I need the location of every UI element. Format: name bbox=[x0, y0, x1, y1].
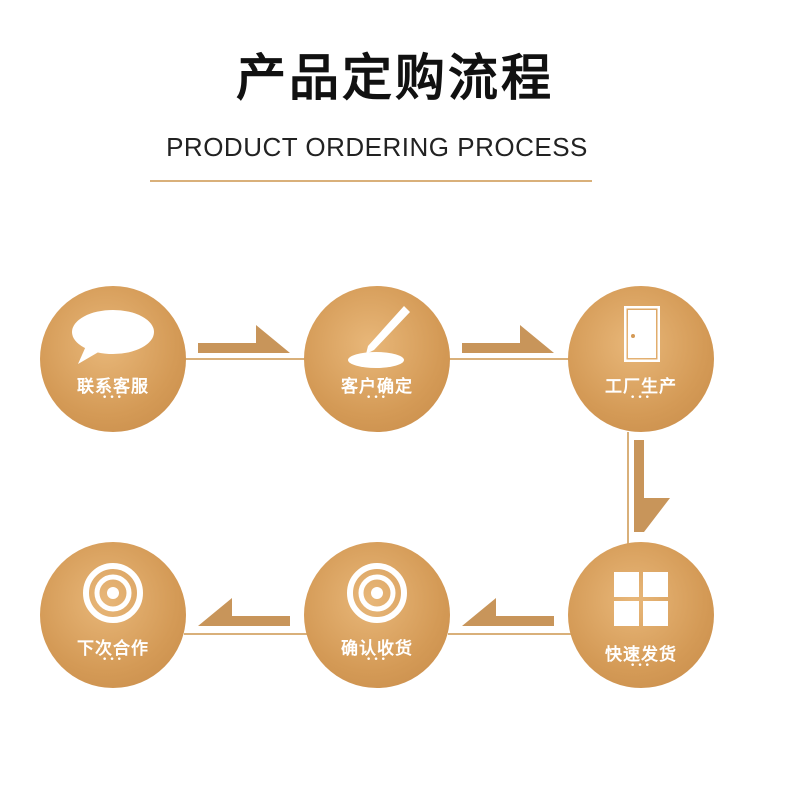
step-factory-production: 工厂生产 ••• bbox=[568, 286, 714, 432]
arrow-right-icon bbox=[462, 325, 554, 353]
arrow-left-icon bbox=[198, 598, 290, 626]
step-customer-confirm: 客户确定 ••• bbox=[304, 286, 450, 432]
connector-line bbox=[448, 358, 574, 360]
step-dots: ••• bbox=[102, 393, 124, 403]
window-grid-icon bbox=[614, 572, 668, 626]
step-dots: ••• bbox=[366, 393, 388, 403]
arrow-down-icon bbox=[634, 440, 670, 532]
speech-bubble-icon bbox=[72, 310, 154, 364]
step-dots: ••• bbox=[366, 655, 388, 665]
pen-sign-icon bbox=[348, 306, 410, 368]
arrow-right-icon bbox=[198, 325, 290, 353]
step-next-cooperation: 下次合作 ••• bbox=[40, 542, 186, 688]
title-divider bbox=[150, 180, 592, 182]
step-dots: ••• bbox=[630, 661, 652, 671]
connector-line bbox=[184, 633, 310, 635]
step-label: 下次合作 bbox=[77, 639, 149, 659]
target-rings-icon bbox=[83, 563, 143, 623]
connector-line bbox=[627, 432, 629, 544]
target-rings-icon bbox=[347, 563, 407, 623]
step-confirm-receipt: 确认收货 ••• bbox=[304, 542, 450, 688]
step-label: 客户确定 bbox=[341, 377, 413, 397]
step-label: 联系客服 bbox=[77, 377, 149, 397]
page-subtitle: PRODUCT ORDERING PROCESS bbox=[166, 132, 588, 162]
page-title: 产品定购流程 bbox=[236, 49, 554, 107]
connector-line bbox=[448, 633, 574, 635]
step-label: 确认收货 bbox=[341, 639, 413, 659]
door-icon bbox=[624, 306, 660, 362]
connector-line bbox=[184, 358, 310, 360]
step-label: 工厂生产 bbox=[605, 377, 677, 397]
arrow-left-icon bbox=[462, 598, 554, 626]
step-fast-delivery: 快速发货 ••• bbox=[568, 542, 714, 688]
step-dots: ••• bbox=[102, 655, 124, 665]
step-label: 快速发货 bbox=[605, 645, 677, 665]
step-contact-service: 联系客服 ••• bbox=[40, 286, 186, 432]
step-dots: ••• bbox=[630, 393, 652, 403]
